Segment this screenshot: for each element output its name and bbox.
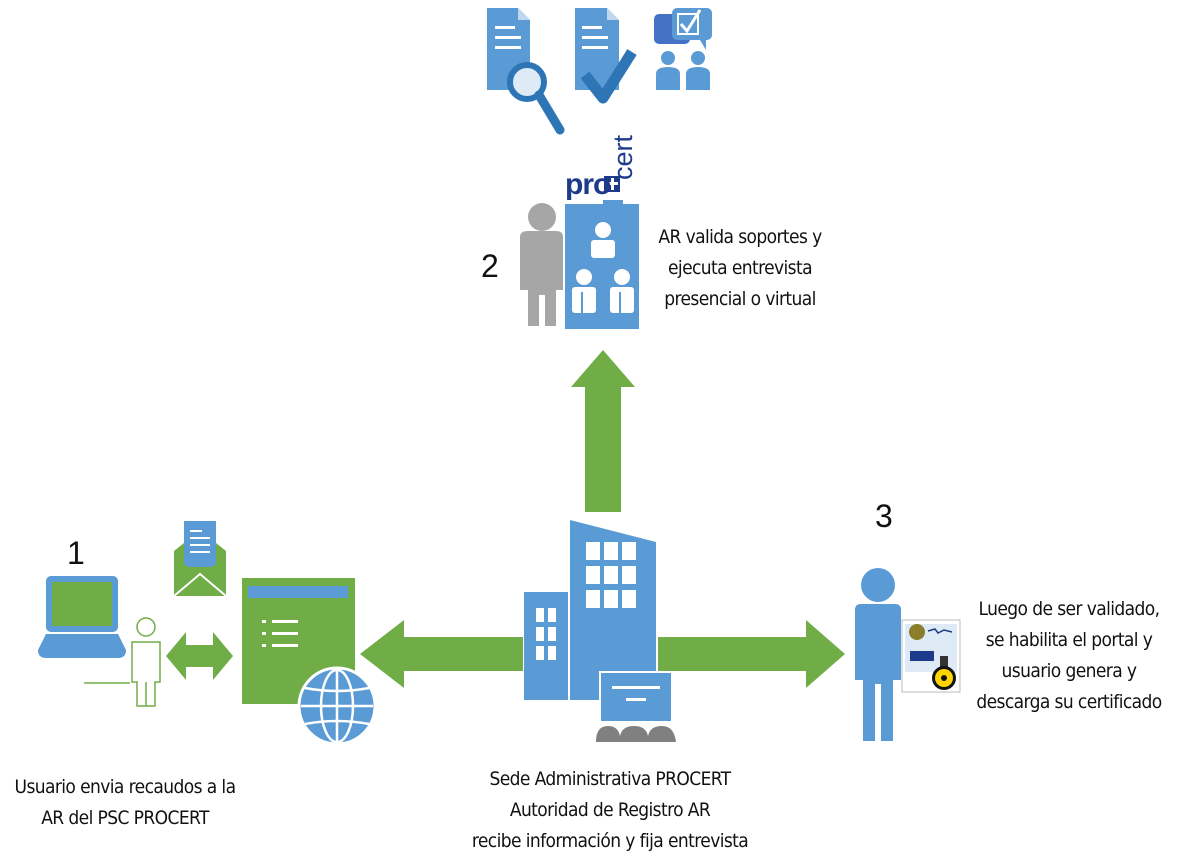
envelope-icon: [173, 521, 227, 597]
document-check-icon: [575, 8, 637, 104]
step-number-2: 2: [481, 248, 499, 284]
user-label: Usuario envia recaudos a la AR del PSC P…: [14, 776, 237, 829]
procert-logo-cert: cert: [608, 134, 638, 180]
validate-label: AR valida soportes y ejecuta entrevista …: [658, 226, 822, 310]
double-arrow: [166, 632, 233, 680]
headquarters-label: Sede Administrativa PROCERT Autoridad de…: [471, 768, 749, 852]
user-outline-icon: [131, 617, 161, 707]
building-icon: [524, 520, 676, 742]
arrow-up: [571, 350, 635, 512]
procert-logo: pro: [565, 168, 611, 201]
step-number-1: 1: [67, 535, 85, 571]
arrow-right: [658, 620, 845, 688]
interview-icon: [654, 8, 712, 90]
laptop-icon: [38, 576, 130, 684]
arrow-left: [360, 620, 523, 688]
registration-authority-icon: [520, 200, 639, 329]
step-number-3: 3: [875, 498, 893, 534]
document-search-icon: [487, 8, 565, 135]
generate-label: Luego de ser validado, se habilita el po…: [976, 598, 1162, 713]
user-certificate-icon: [855, 568, 961, 741]
web-form-icon: [242, 578, 377, 746]
